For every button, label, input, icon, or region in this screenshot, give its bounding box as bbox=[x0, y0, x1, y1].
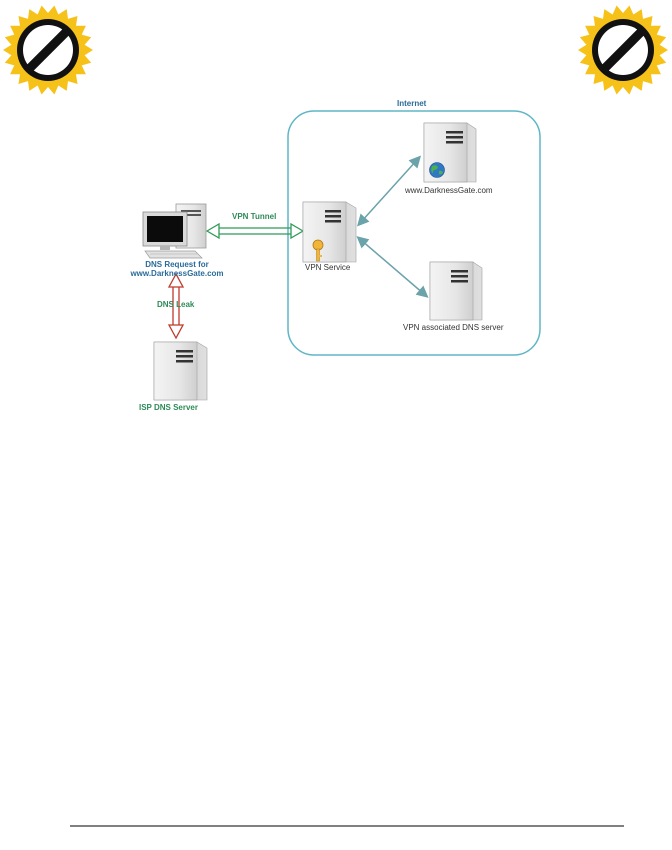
vpn-dns-label: VPN associated DNS server bbox=[403, 323, 504, 332]
dns-leak-arrow bbox=[167, 272, 185, 340]
no-entry-badge-icon bbox=[3, 5, 93, 95]
link-to-website bbox=[356, 155, 422, 227]
vpn-tunnel-label: VPN Tunnel bbox=[232, 212, 277, 221]
link-to-vpn-dns bbox=[356, 236, 429, 298]
client-label-line2: www.DarknessGate.com bbox=[130, 269, 224, 278]
client-computer bbox=[142, 203, 207, 259]
website-server bbox=[423, 122, 477, 183]
client-label: DNS Request for www.DarknessGate.com bbox=[122, 260, 232, 278]
vpn-dns-server bbox=[429, 261, 483, 321]
vpn-service-server bbox=[302, 201, 357, 263]
key-icon bbox=[312, 239, 324, 262]
badge-right bbox=[574, 0, 672, 100]
internet-label: Internet bbox=[397, 99, 427, 108]
website-label: www.DarknessGate.com bbox=[405, 186, 493, 195]
vpn-service-label: VPN Service bbox=[305, 263, 351, 272]
isp-dns-label: ISP DNS Server bbox=[139, 403, 198, 412]
vpn-tunnel-arrow bbox=[205, 222, 305, 240]
badge-left bbox=[0, 0, 96, 100]
internet-region bbox=[287, 110, 541, 356]
dns-leak-label: DNS Leak bbox=[157, 300, 195, 309]
client-label-line1: DNS Request for bbox=[145, 260, 209, 269]
no-entry-badge-icon bbox=[578, 5, 668, 95]
globe-icon bbox=[429, 162, 445, 178]
isp-dns-server bbox=[153, 341, 208, 401]
